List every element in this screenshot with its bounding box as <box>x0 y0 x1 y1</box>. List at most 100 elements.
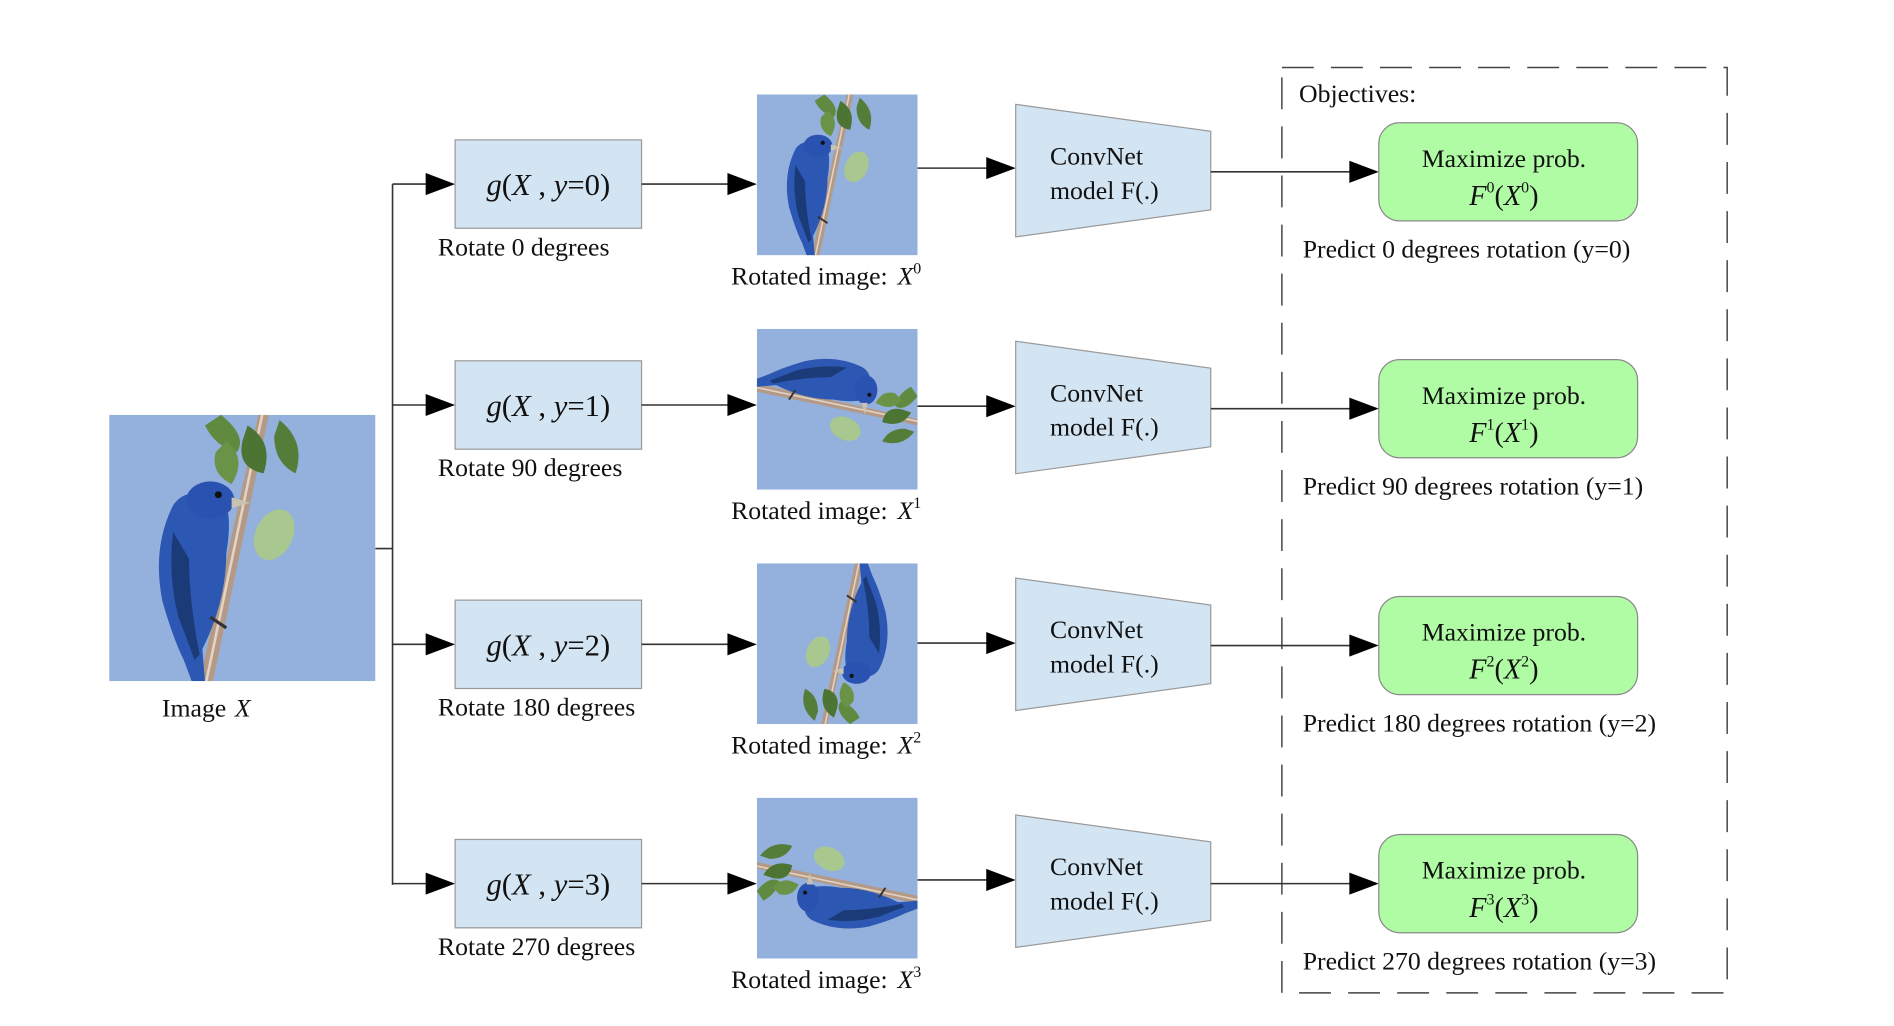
transform-y-label: y <box>551 628 568 662</box>
transform-box <box>454 838 643 929</box>
objective-box <box>1378 122 1639 222</box>
rotated-image <box>756 94 918 256</box>
comma: , <box>531 868 554 902</box>
rotated-image <box>756 563 918 725</box>
comma: , <box>531 628 554 662</box>
to-objective-arrow-arrowhead-icon <box>1349 872 1379 895</box>
to-objective-arrow-arrowhead-icon <box>1349 634 1379 657</box>
to-model-arrow-arrowhead-icon <box>986 868 1016 891</box>
objective-formula: F2(X2) <box>1468 653 1538 685</box>
objective-X-sup: 3 <box>1521 891 1529 908</box>
rotated-image-caption: Rotated image:X0 <box>731 261 921 291</box>
paren: ) <box>1529 418 1538 449</box>
transform-y-label: y <box>551 389 568 423</box>
paren: ( <box>502 868 512 902</box>
model-label-line2: model F(.) <box>1050 886 1159 915</box>
prediction-caption: Predict 0 degrees rotation (y=0) <box>1303 235 1631 264</box>
paren: ) <box>600 389 610 423</box>
objective-box <box>1378 833 1639 934</box>
paren: ( <box>1495 655 1504 686</box>
transform-box <box>454 360 643 450</box>
transform-fn: g <box>486 628 501 662</box>
convnet-model <box>1015 577 1212 712</box>
model-label-line1: ConvNet <box>1050 141 1143 170</box>
transform-y-label: y <box>551 168 568 202</box>
fanout-arrow-arrowhead-icon <box>425 173 456 196</box>
transform-box <box>454 139 643 229</box>
caption-text: Rotated image: <box>731 731 888 760</box>
objective-F-sup: 3 <box>1487 891 1495 908</box>
objective-line1: Maximize prob. <box>1422 618 1586 647</box>
paren: ) <box>1529 181 1538 212</box>
to-model-arrow-arrowhead-icon <box>986 157 1016 180</box>
objective-X: X <box>1503 181 1523 212</box>
fanout-arrow-arrowhead-icon <box>425 872 456 895</box>
transform-caption: Rotate 180 degrees <box>438 692 635 721</box>
convnet-model <box>1015 103 1212 238</box>
objective-F: F <box>1468 418 1487 449</box>
rotated-image <box>756 328 918 490</box>
paren: ( <box>1495 418 1504 449</box>
transform-fn: g <box>486 168 501 202</box>
to-objective-arrow-arrowhead-icon <box>1349 160 1379 183</box>
paren: ) <box>600 628 610 662</box>
objectives-title: Objectives: <box>1299 79 1416 108</box>
rotated-image <box>756 797 918 959</box>
caption-var: X <box>896 965 914 994</box>
fanout-arrow-arrowhead-icon <box>425 633 456 656</box>
objective-F: F <box>1468 893 1487 924</box>
objective-formula: F1(X1) <box>1468 417 1538 449</box>
rotated-image-caption: Rotated image: X3 <box>731 964 921 994</box>
rotated-image-caption: Rotated image: X2 <box>731 729 921 759</box>
prediction-caption: Predict 180 degrees rotation (y=2) <box>1303 708 1656 737</box>
caption-text: Rotated image: <box>731 262 888 291</box>
paren: ) <box>1529 655 1538 686</box>
transform-y-value: =3 <box>567 868 600 902</box>
objective-F-sup: 2 <box>1487 653 1495 670</box>
objective-F-sup: 1 <box>1487 417 1495 434</box>
fanout-arrow-arrowhead-icon <box>425 393 456 417</box>
transform-formula: g(X , y=0) <box>486 168 610 202</box>
caption-sup: 2 <box>913 729 921 746</box>
caption-sup: 3 <box>913 964 921 981</box>
caption-text: Rotated image: <box>731 965 888 994</box>
transform-y-value: =1 <box>567 389 600 423</box>
model-label-line1: ConvNet <box>1050 852 1143 881</box>
paren: ( <box>502 168 512 202</box>
transform-arg: X <box>510 168 532 202</box>
objective-formula: F3(X3) <box>1468 891 1538 923</box>
prediction-caption: Predict 270 degrees rotation (y=3) <box>1303 947 1656 976</box>
convnet-model <box>1015 814 1212 949</box>
caption-var: X <box>896 731 914 760</box>
transform-caption: Rotate 0 degrees <box>438 232 610 261</box>
comma: , <box>531 389 554 423</box>
objective-line1: Maximize prob. <box>1422 856 1586 885</box>
to-image-arrow-arrowhead-icon <box>727 633 757 656</box>
source-image <box>109 414 376 682</box>
model-label-line2: model F(.) <box>1050 176 1159 205</box>
transform-y-value: =2 <box>567 628 600 662</box>
model-label-line2: model F(.) <box>1050 413 1159 442</box>
to-objective-arrow-arrowhead-icon <box>1349 397 1379 420</box>
paren: ) <box>600 168 610 202</box>
caption-text: Rotated image: <box>731 496 888 525</box>
convnet-model <box>1015 340 1212 475</box>
model-label-line2: model F(.) <box>1050 650 1159 679</box>
transform-y-label: y <box>551 868 568 902</box>
objective-X-sup: 0 <box>1521 180 1529 197</box>
objective-F: F <box>1468 181 1487 212</box>
comma: , <box>531 168 554 202</box>
objective-F-sup: 0 <box>1487 180 1495 197</box>
objective-formula: F0(X0) <box>1468 180 1538 212</box>
transform-formula: g(X , y=1) <box>486 389 610 423</box>
objective-X: X <box>1503 655 1523 686</box>
model-label-line1: ConvNet <box>1050 378 1143 407</box>
transform-fn: g <box>486 868 501 902</box>
caption-var: X <box>896 496 914 525</box>
to-image-arrow-arrowhead-icon <box>727 872 757 895</box>
transform-fn: g <box>486 389 501 423</box>
prediction-caption: Predict 90 degrees rotation (y=1) <box>1303 472 1644 501</box>
objective-box <box>1378 595 1639 696</box>
